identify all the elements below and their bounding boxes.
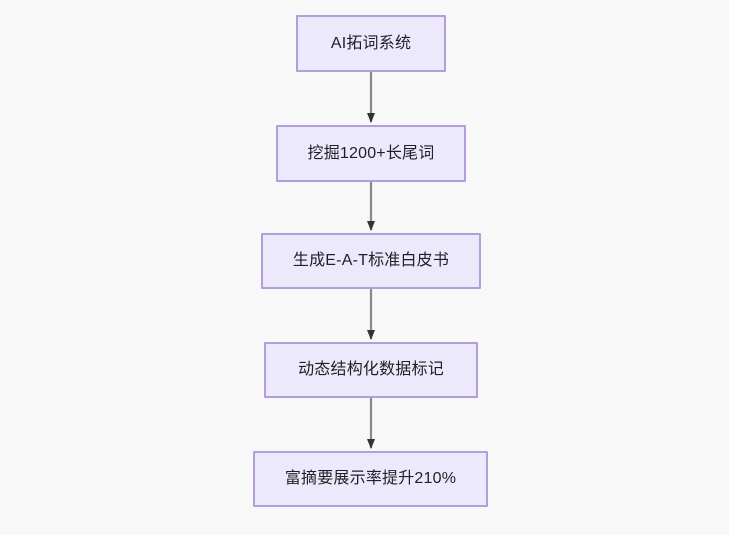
node-label: 动态结构化数据标记 — [298, 361, 444, 378]
node-label: 挖掘1200+长尾词 — [307, 144, 435, 162]
flowchart-node-mine-longtail-keywords[interactable]: 挖掘1200+长尾词 — [276, 125, 466, 182]
flowchart-node-rich-snippet-impression-lift[interactable]: 富摘要展示率提升210% — [253, 451, 488, 507]
node-label: 富摘要展示率提升210% — [284, 470, 457, 487]
node-label: AI拓词系统 — [330, 34, 412, 52]
node-label: 生成E-A-T标准白皮书 — [292, 252, 450, 269]
flowchart-node-ai-keyword-system[interactable]: AI拓词系统 — [296, 15, 446, 72]
flowchart-node-generate-eat-whitepaper[interactable]: 生成E-A-T标准白皮书 — [261, 233, 481, 289]
flowchart-node-dynamic-structured-data-markup[interactable]: 动态结构化数据标记 — [264, 342, 478, 398]
